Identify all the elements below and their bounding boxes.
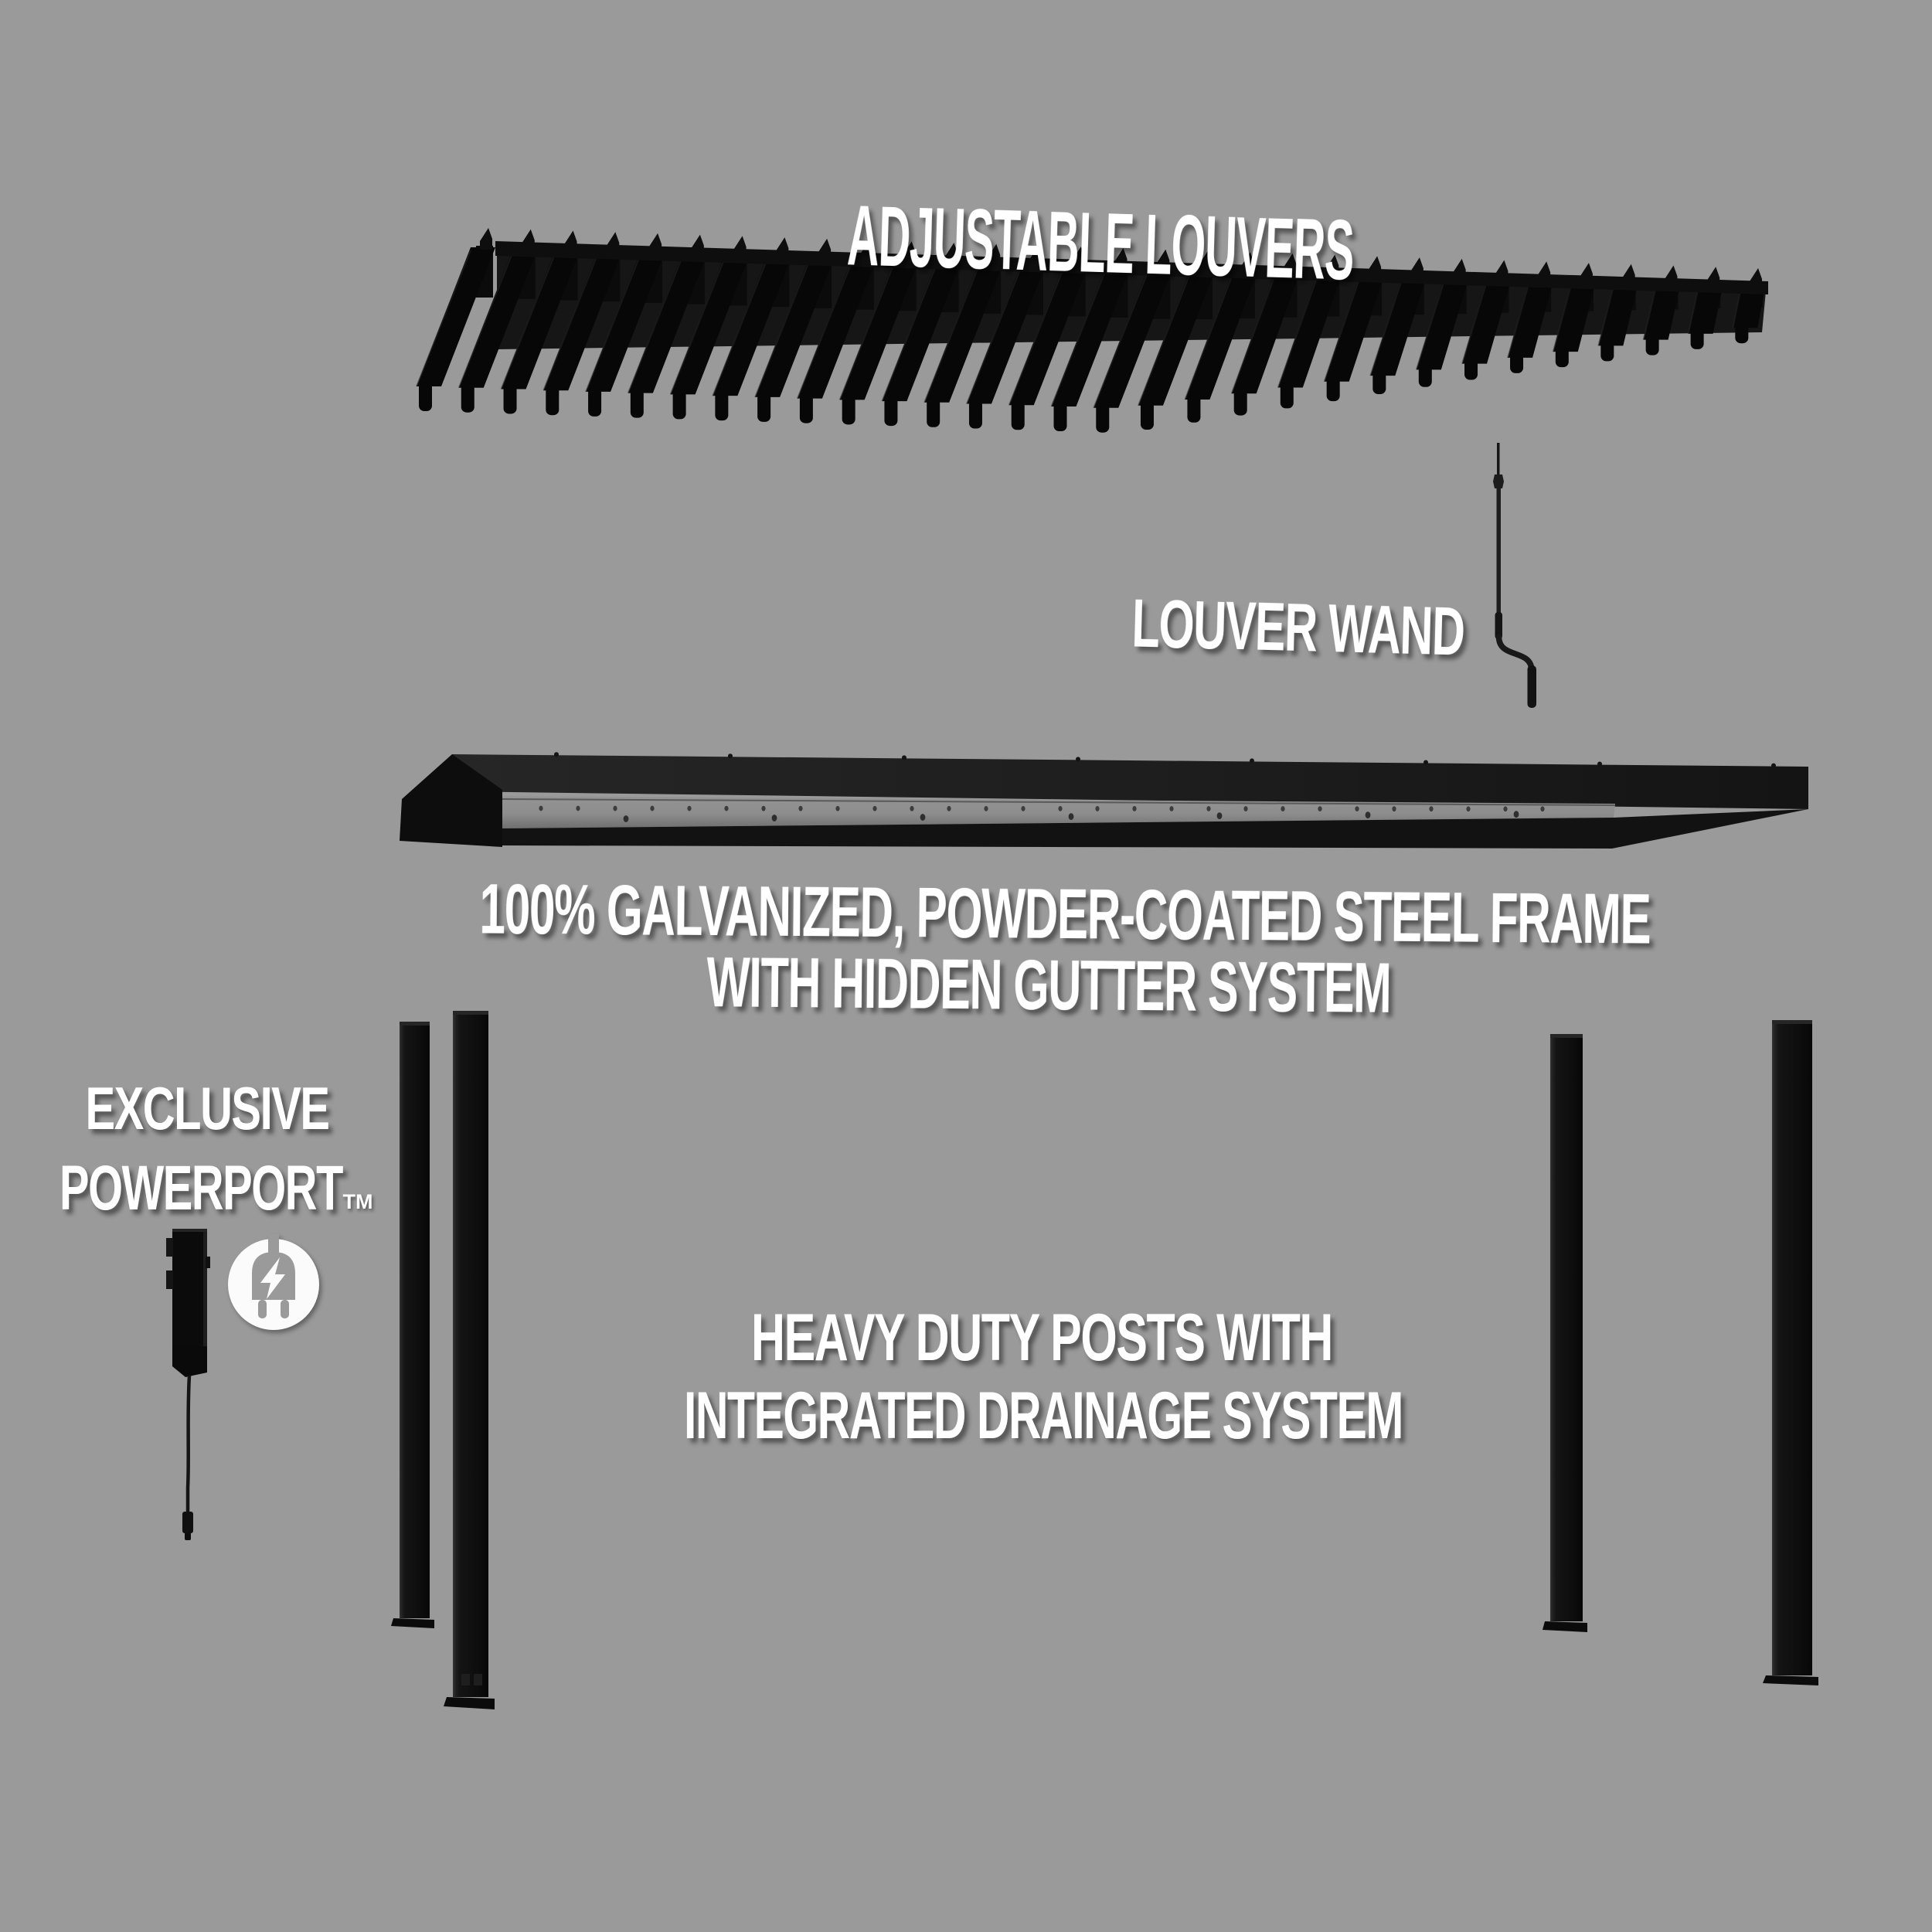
- post-front-right-base: [1763, 1675, 1818, 1685]
- wand-collar: [1493, 474, 1504, 488]
- powerport-icon: [228, 1234, 319, 1330]
- powerport-outlet: [166, 1238, 173, 1257]
- powerport-device: [166, 1229, 210, 1540]
- powerport-body-edge: [203, 1229, 207, 1346]
- wand-handle: [1527, 665, 1536, 708]
- powerport-body-top: [172, 1229, 207, 1232]
- wand-rod: [1496, 487, 1501, 614]
- exclusive-label: EXCLUSIVE: [86, 1074, 329, 1142]
- frame-back-rail: [452, 754, 1808, 809]
- adjustable-louvers-label: ADJUSTABLE LOUVERS: [846, 188, 1355, 298]
- powerport-tm-label: TM: [343, 1190, 373, 1213]
- powerport-plug: [182, 1512, 193, 1533]
- powerport-label: POWERPORT: [60, 1153, 343, 1223]
- posts-label-line2: INTEGRATED DRAINAGE SYSTEM: [684, 1379, 1403, 1453]
- wand-grip: [1495, 612, 1502, 639]
- powerport-body: [172, 1229, 207, 1346]
- post-drainage-hole: [474, 1674, 482, 1685]
- icon-lightning-bolt: [260, 1257, 285, 1299]
- powerport-bottom-wedge: [172, 1346, 207, 1377]
- frame-rivets: [554, 752, 1776, 768]
- louver-wand-label: LOUVER WAND: [1131, 584, 1464, 669]
- icon-plug-prong: [281, 1300, 289, 1318]
- louver-wand: [1493, 443, 1536, 708]
- louver-panel: [416, 228, 1768, 433]
- post-rear-right-base: [1543, 1621, 1587, 1632]
- gutter-holes: [539, 805, 1545, 822]
- louver-blades: [416, 246, 1765, 433]
- post-front-left-base: [444, 1697, 495, 1709]
- wand-tip: [1497, 443, 1500, 477]
- frame-label-line1: 100% GALVANIZED, POWDER-COATED STEEL FRA…: [479, 869, 1651, 958]
- louver-rail: [495, 241, 1768, 294]
- post-front-left: [444, 1011, 495, 1709]
- post-rear-right: [1543, 1034, 1587, 1632]
- louver-hooks: [480, 228, 1762, 290]
- post-rear-left-base: [391, 1618, 434, 1628]
- icon-plug-prong: [258, 1300, 267, 1318]
- frame-left-endcap: [400, 754, 502, 847]
- frame-label-line2: WITH HIDDEN GUTTER SYSTEM: [706, 943, 1391, 1028]
- steel-frame: [400, 752, 1808, 849]
- post-drainage-hole: [461, 1674, 470, 1685]
- post-front-right: [1763, 1020, 1818, 1685]
- icon-cord-slit: [268, 1234, 279, 1257]
- post-rear-left: [391, 1022, 434, 1628]
- gutter-top-edge: [502, 798, 1616, 806]
- powerport-cord: [185, 1375, 192, 1512]
- frame-front-rail: [502, 809, 1808, 849]
- powerport-plug-tip: [185, 1532, 191, 1540]
- powerport-side-nub: [206, 1257, 210, 1268]
- powerport-outlet: [166, 1270, 173, 1289]
- posts-label-line1: HEAVY DUTY POSTS WITH: [751, 1301, 1332, 1375]
- wand-crank-bend: [1495, 634, 1535, 674]
